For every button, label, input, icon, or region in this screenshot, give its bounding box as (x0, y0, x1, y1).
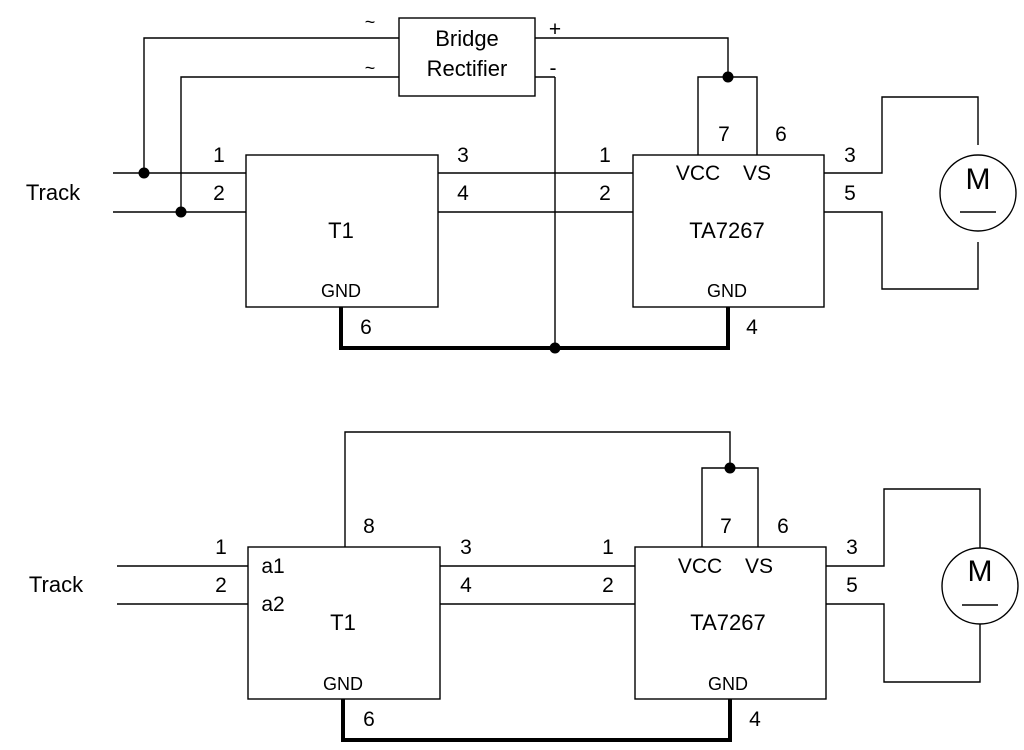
top-driver-pin5: 5 (844, 182, 856, 205)
top-ground-bus (339, 307, 730, 350)
bottom-wire-motor-b (826, 603, 981, 683)
top-junction-track2 (175, 206, 187, 218)
bottom-driver-pin6: 6 (777, 515, 789, 538)
bottom-wire-pin8-to-vcc (344, 431, 731, 547)
top-t1-pin6: 6 (360, 316, 372, 339)
top-wire-ac2 (180, 76, 399, 212)
bottom-ta7267-block (634, 546, 827, 700)
top-junction-vcc (722, 71, 734, 83)
top-driver-pin4: 4 (746, 316, 758, 339)
top-rectifier-plus-label: + (549, 18, 561, 41)
bottom-track-label: Track (29, 572, 84, 597)
bottom-t1-block (247, 546, 441, 700)
bottom-t1-a2-label: a2 (261, 593, 284, 616)
bottom-motor (941, 547, 1019, 625)
bottom-motor-label: M (968, 555, 993, 588)
bottom-driver-pin3: 3 (846, 536, 858, 559)
bottom-driver-gnd-label: GND (708, 674, 748, 694)
bottom-t1-pin6: 6 (363, 708, 375, 731)
top-driver-pin1: 1 (599, 144, 611, 167)
bottom-junction-vcc (724, 462, 736, 474)
top-motor-label: M (966, 163, 991, 196)
top-t1-block (245, 154, 439, 308)
top-driver-pin7: 7 (718, 123, 730, 146)
top-t1-pin3: 3 (457, 144, 469, 167)
bottom-ground-bus (341, 699, 732, 742)
bottom-driver-pin5: 5 (846, 574, 858, 597)
top-driver-vs-label: VS (743, 162, 771, 185)
top-wire-motor-a (824, 96, 979, 174)
top-driver-label: TA7267 (689, 218, 764, 243)
bottom-driver-pin4: 4 (749, 708, 761, 731)
bottom-t1-a1-label: a1 (261, 555, 284, 578)
top-wire-motor-b (824, 211, 979, 290)
top-t1-gnd-label: GND (321, 281, 361, 301)
top-driver-pin3: 3 (844, 144, 856, 167)
top-driver-pin6: 6 (775, 123, 787, 146)
bottom-circuit: Track a1 a2 T1 GND 1 2 8 3 4 6 VCC VS TA… (29, 431, 1019, 742)
bottom-t1-pin1: 1 (215, 536, 227, 559)
top-rectifier-label-line2: Rectifier (427, 56, 508, 81)
bottom-driver-pin2: 2 (602, 574, 614, 597)
top-driver-pin2: 2 (599, 182, 611, 205)
top-wire-ac1 (143, 37, 399, 173)
bottom-driver-pin1: 1 (602, 536, 614, 559)
top-wire-plus (535, 37, 729, 77)
top-t1-pin2: 2 (213, 182, 225, 205)
bottom-t1-pin3: 3 (460, 536, 472, 559)
top-circuit: Bridge Rectifier ~ ~ + - Track T1 GND 1 … (26, 12, 1017, 354)
top-rectifier-ac2-label: ~ (365, 58, 376, 78)
top-rectifier-label-line1: Bridge (435, 26, 499, 51)
bottom-driver-label: TA7267 (690, 610, 765, 635)
top-driver-gnd-label: GND (707, 281, 747, 301)
top-junction-track1 (138, 167, 150, 179)
bottom-t1-pin2: 2 (215, 574, 227, 597)
bottom-t1-pin4: 4 (460, 574, 472, 597)
top-t1-label: T1 (328, 218, 354, 243)
bottom-wire-motor-a (826, 488, 981, 567)
top-rectifier-minus-label: - (550, 57, 557, 80)
top-t1-pin4: 4 (457, 182, 469, 205)
bottom-t1-pin8: 8 (363, 515, 375, 538)
top-bridge-rectifier (398, 17, 536, 97)
top-junction-gnd (549, 342, 561, 354)
bottom-t1-label: T1 (330, 610, 356, 635)
bottom-t1-gnd-label: GND (323, 674, 363, 694)
top-t1-pin1: 1 (213, 144, 225, 167)
top-motor (939, 154, 1017, 232)
bottom-driver-pin7: 7 (720, 515, 732, 538)
top-rectifier-ac1-label: ~ (365, 12, 376, 32)
top-track-label: Track (26, 180, 81, 205)
bottom-driver-vcc-label: VCC (678, 555, 722, 578)
top-driver-vcc-label: VCC (676, 162, 720, 185)
bottom-driver-vs-label: VS (745, 555, 773, 578)
